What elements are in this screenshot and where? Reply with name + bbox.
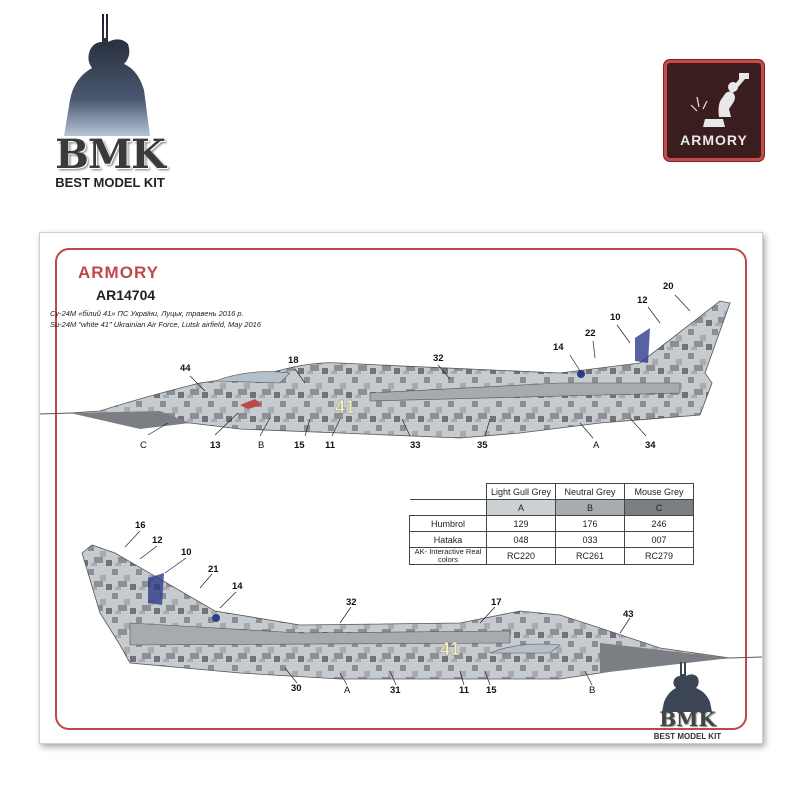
code-b: B — [555, 499, 625, 516]
decal-sheet: ARMORY AR14704 Су-24М «білий 41» ПС Укра… — [39, 232, 763, 744]
row-label: Humbrol — [409, 515, 487, 532]
aircraft-number-upper: 41 — [335, 397, 355, 417]
callout-leaders-upper — [147, 294, 691, 439]
armory-badge: ARMORY — [664, 60, 764, 161]
code-c: C — [624, 499, 694, 516]
callout-32: 32 — [433, 353, 444, 364]
description-en: Su-24M "white 41" Ukrainian Air Force, L… — [50, 320, 261, 329]
callout-43: 43 — [623, 609, 634, 620]
bmk-watermark-letters: BMK — [659, 707, 716, 731]
cell: 176 — [555, 515, 625, 532]
cell: 246 — [624, 515, 694, 532]
cell: 007 — [624, 531, 694, 548]
kit-code: AR14704 — [96, 287, 156, 303]
callout-32-lower: 32 — [346, 597, 357, 608]
aircraft-side-view-upper — [40, 300, 731, 439]
callout-12: 12 — [637, 295, 648, 306]
soldier-silhouette-icon — [64, 14, 150, 136]
callout-leaders-lower — [124, 530, 631, 686]
code-a: A — [486, 499, 556, 516]
cell: 033 — [555, 531, 625, 548]
callout-30: 30 — [291, 683, 302, 694]
callout-14: 14 — [553, 342, 564, 353]
cell: RC220 — [486, 547, 556, 565]
callout-33: 33 — [410, 440, 421, 451]
table-row: AK- Interactive Real colors RC220 RC261 … — [409, 547, 694, 565]
bmk-logo: BMK BEST MODEL KIT — [30, 8, 180, 190]
aircraft-drawings: 41 41 — [40, 294, 762, 686]
bmk-watermark: BMK BEST MODEL KIT — [650, 660, 725, 750]
header-mouse-grey: Mouse Grey — [624, 483, 694, 500]
callout-11-lower: 11 — [459, 685, 470, 696]
callout-B-lower: B — [589, 685, 596, 696]
paint-table: Light Gull Grey Neutral Grey Mouse Grey … — [409, 483, 694, 565]
callout-16: 16 — [135, 520, 146, 531]
header-light-gull-grey: Light Gull Grey — [486, 483, 556, 500]
callout-B-upper: B — [258, 440, 265, 451]
cell: RC279 — [624, 547, 694, 565]
row-label: Hataka — [409, 531, 487, 548]
armory-brand: ARMORY — [78, 263, 159, 282]
callout-A-lower: A — [344, 685, 351, 696]
cell: 048 — [486, 531, 556, 548]
callout-11: 11 — [325, 440, 336, 451]
bmk-watermark-caption: BEST MODEL KIT — [653, 732, 722, 741]
bmk-letters: BMK — [55, 131, 166, 178]
soldier-silhouette-icon — [662, 662, 712, 712]
blacksmith-icon — [690, 73, 749, 127]
callout-15-lower: 15 — [486, 685, 497, 696]
callout-18: 18 — [288, 355, 299, 366]
callout-10: 10 — [610, 312, 621, 323]
callout-34: 34 — [645, 440, 656, 451]
callout-14-lower: 14 — [232, 581, 243, 592]
cell: 129 — [486, 515, 556, 532]
callout-21: 21 — [208, 564, 219, 575]
callout-44: 44 — [180, 363, 191, 374]
aircraft-number-lower: 41 — [440, 639, 460, 659]
table-row: Humbrol 129 176 246 — [409, 515, 694, 532]
callout-10-lower: 10 — [181, 547, 192, 558]
aircraft-side-view-lower — [81, 544, 762, 680]
callout-13: 13 — [210, 440, 221, 451]
armory-badge-text: ARMORY — [680, 132, 748, 148]
description-ru: Су-24М «білий 41» ПС України, Луцьк, тра… — [50, 309, 244, 318]
callout-35: 35 — [477, 440, 488, 451]
callout-17: 17 — [491, 597, 502, 608]
callout-31: 31 — [390, 685, 401, 696]
row-label: AK- Interactive Real colors — [409, 547, 487, 565]
callout-12-lower: 12 — [152, 535, 163, 546]
callout-C: C — [140, 440, 147, 451]
callout-20: 20 — [663, 281, 674, 292]
bmk-caption: BEST MODEL KIT — [55, 175, 165, 190]
callout-22: 22 — [585, 328, 596, 339]
sheet-frame — [55, 248, 747, 730]
header-neutral-grey: Neutral Grey — [555, 483, 625, 500]
cell: RC261 — [555, 547, 625, 565]
table-row: Hataka 048 033 007 — [409, 531, 694, 548]
callout-A-upper: A — [593, 440, 600, 451]
callout-15: 15 — [294, 440, 305, 451]
